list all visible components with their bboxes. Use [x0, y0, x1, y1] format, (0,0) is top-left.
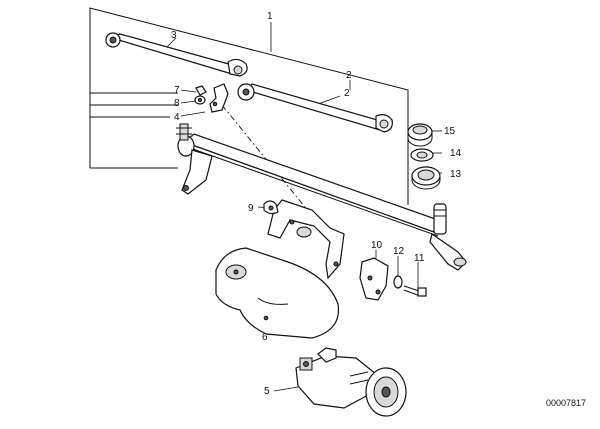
- upper-drive-rod: [105, 32, 248, 77]
- assembly-bracket-frame: [89, 7, 409, 205]
- callout-15: 15: [444, 126, 456, 137]
- callout-14: 14: [450, 148, 462, 159]
- angle-bracket: [359, 257, 427, 301]
- callout-11: 11: [414, 253, 425, 264]
- callout-4: 4: [174, 112, 180, 123]
- callout-1: 1: [267, 11, 273, 22]
- lock-nut: [263, 200, 279, 215]
- lower-drive-rod: [237, 83, 393, 133]
- motor-cover: [215, 247, 340, 339]
- document-number: 00007817: [545, 398, 586, 408]
- callout-6: 6: [262, 332, 268, 343]
- callout-8: 8: [174, 98, 180, 109]
- callout-7: 7: [174, 85, 180, 96]
- center-mounting-bracket: [267, 199, 345, 280]
- mounting-hardware: [194, 83, 229, 113]
- callout-2-lower: 2: [344, 88, 350, 99]
- callout-13: 13: [450, 169, 462, 180]
- callout-3: 3: [171, 30, 177, 41]
- wiper-motor: [295, 347, 407, 417]
- right-wiper-pivot: [429, 203, 467, 271]
- callout-12: 12: [393, 246, 405, 257]
- leader-lines: [161, 22, 442, 392]
- callout-9: 9: [248, 203, 254, 214]
- pivot-bushings: [407, 123, 441, 190]
- callout-10: 10: [371, 240, 383, 251]
- callout-5: 5: [264, 386, 270, 397]
- callout-2-upper: 2: [346, 70, 352, 81]
